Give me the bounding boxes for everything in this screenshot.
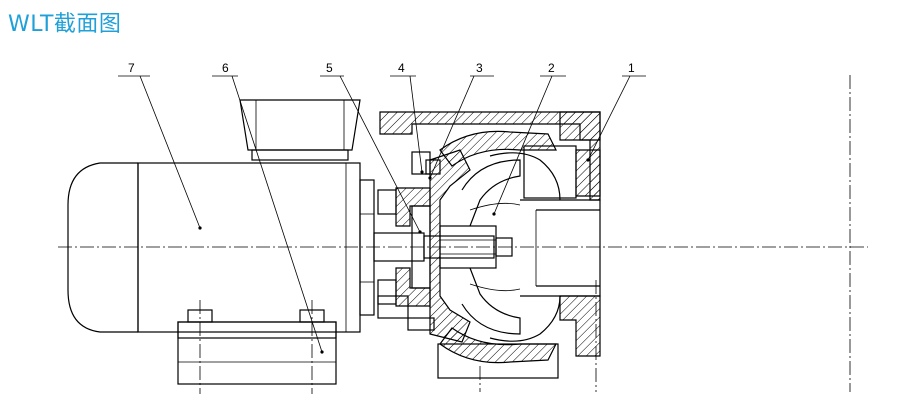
callout-leaders [118,75,646,354]
pump-cover-and-seal [411,149,513,343]
volute-casing [379,111,601,392]
callout-6: 6 [222,61,229,75]
shaft-and-bracket [373,187,495,331]
callout-2: 2 [548,61,555,75]
impeller [461,159,521,335]
callout-5: 5 [326,61,333,75]
diagram-title: WLT截面图 [8,12,122,37]
callout-3: 3 [476,61,483,75]
callout-1: 1 [628,61,635,75]
callout-7: 7 [128,61,135,75]
callout-4: 4 [398,61,405,75]
